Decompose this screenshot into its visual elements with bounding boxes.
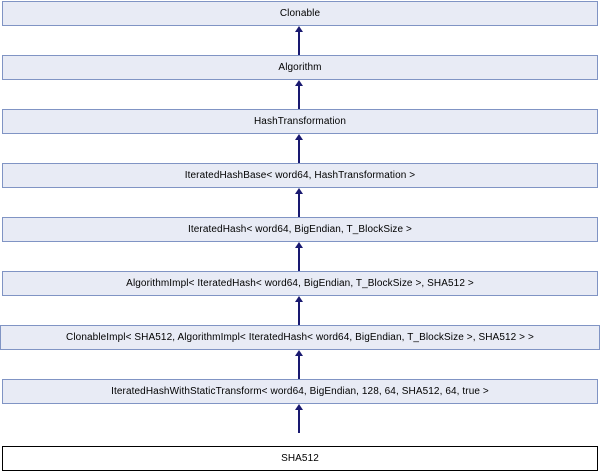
arrow-shaft [298, 301, 300, 325]
class-node-label: IteratedHash< word64, BigEndian, T_Block… [188, 224, 412, 235]
class-node-clonableimpl[interactable]: ClonableImpl< SHA512, AlgorithmImpl< Ite… [0, 325, 600, 350]
inheritance-arrow-7 [294, 350, 305, 379]
arrow-head-icon [295, 404, 303, 410]
class-node-clonable[interactable]: Clonable [2, 1, 598, 26]
arrow-head-icon [295, 134, 303, 140]
arrow-shaft [298, 409, 300, 433]
class-node-algorithmimpl[interactable]: AlgorithmImpl< IteratedHash< word64, Big… [2, 271, 598, 296]
arrow-head-icon [295, 242, 303, 248]
inheritance-arrow-3 [294, 134, 305, 163]
arrow-head-icon [295, 188, 303, 194]
inheritance-arrow-5 [294, 242, 305, 271]
class-node-label: IteratedHashBase< word64, HashTransforma… [184, 170, 416, 181]
class-node-algorithm[interactable]: Algorithm [2, 55, 598, 80]
inheritance-arrow-4 [294, 188, 305, 217]
arrow-head-icon [295, 350, 303, 356]
class-node-label: HashTransformation [253, 116, 347, 127]
arrow-head-icon [295, 296, 303, 302]
class-node-hashtransformation[interactable]: HashTransformation [2, 109, 598, 134]
class-node-label: AlgorithmImpl< IteratedHash< word64, Big… [126, 278, 474, 289]
arrow-shaft [298, 355, 300, 379]
arrow-shaft [298, 31, 300, 55]
class-node-label: SHA512 [281, 453, 319, 464]
class-node-iteratedhashbase[interactable]: IteratedHashBase< word64, HashTransforma… [2, 163, 598, 188]
class-node-sha512-current[interactable]: SHA512 [2, 446, 598, 471]
inheritance-arrow-1 [294, 26, 305, 55]
class-node-label: Clonable [279, 8, 321, 19]
inheritance-arrow-8 [294, 404, 305, 433]
inheritance-arrow-6 [294, 296, 305, 325]
arrow-head-icon [295, 26, 303, 32]
class-node-label: ClonableImpl< SHA512, AlgorithmImpl< Ite… [66, 332, 534, 343]
arrow-shaft [298, 139, 300, 163]
class-node-iteratedhashwithstatictransform[interactable]: IteratedHashWithStaticTransform< word64,… [2, 379, 598, 404]
inheritance-arrow-2 [294, 80, 305, 109]
arrow-head-icon [295, 80, 303, 86]
class-node-label: Algorithm [278, 62, 322, 73]
arrow-shaft [298, 85, 300, 109]
class-node-label: IteratedHashWithStaticTransform< word64,… [111, 386, 489, 397]
class-node-iteratedhash[interactable]: IteratedHash< word64, BigEndian, T_Block… [2, 217, 598, 242]
arrow-shaft [298, 193, 300, 217]
arrow-shaft [298, 247, 300, 271]
